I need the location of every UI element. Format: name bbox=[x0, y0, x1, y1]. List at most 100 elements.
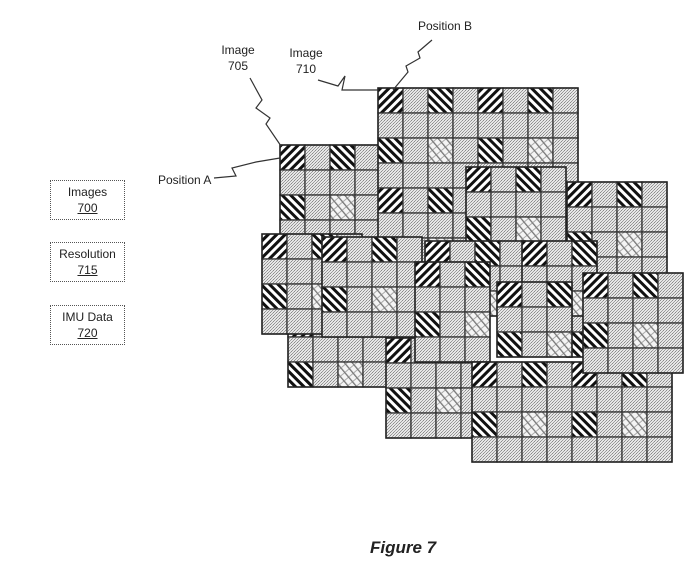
image-710-label-line2: 710 bbox=[295, 62, 317, 76]
cell-dots bbox=[596, 436, 623, 463]
cell-dots bbox=[641, 231, 668, 258]
image-710-label: Image 710 bbox=[286, 45, 326, 77]
cell-dots bbox=[621, 386, 648, 413]
cell-dots bbox=[521, 436, 548, 463]
cell-back-hatch bbox=[287, 361, 314, 388]
cell-dots bbox=[552, 87, 579, 114]
cell-back-hatch bbox=[477, 137, 504, 164]
cell-fwd-hatch bbox=[582, 272, 609, 299]
cell-dots bbox=[502, 87, 529, 114]
tile-center-mid-border bbox=[496, 281, 573, 358]
cell-dots bbox=[354, 169, 381, 196]
cell-dots bbox=[362, 336, 389, 363]
cell-dots bbox=[657, 322, 684, 349]
imu-data-box-number: 720 bbox=[77, 326, 98, 340]
cell-dots bbox=[304, 144, 331, 171]
leader-image-710 bbox=[317, 75, 378, 91]
cell-dots bbox=[377, 112, 404, 139]
cell-back-hatch bbox=[465, 216, 492, 243]
cell-dots bbox=[632, 347, 659, 374]
cell-cross-hatch bbox=[521, 411, 548, 438]
cell-dots bbox=[646, 411, 673, 438]
cell-dots bbox=[464, 336, 491, 363]
cell-cross-hatch bbox=[371, 286, 398, 313]
cell-dots bbox=[439, 261, 466, 288]
cell-dots bbox=[427, 212, 454, 239]
cell-back-hatch bbox=[546, 281, 573, 308]
cell-dots bbox=[329, 169, 356, 196]
cell-back-hatch bbox=[427, 87, 454, 114]
cell-dots bbox=[607, 272, 634, 299]
cell-cross-hatch bbox=[515, 216, 542, 243]
cell-dots bbox=[546, 411, 573, 438]
tile-center-low bbox=[414, 261, 491, 363]
cell-dots bbox=[261, 258, 288, 285]
cell-dots bbox=[321, 311, 348, 338]
cell-fwd-hatch bbox=[521, 240, 548, 267]
cell-fwd-hatch bbox=[471, 361, 498, 388]
cell-dots bbox=[582, 347, 609, 374]
leader-position-b bbox=[392, 39, 433, 91]
cell-dots bbox=[346, 261, 373, 288]
cell-dots bbox=[312, 361, 339, 388]
imu-data-box-title: IMU Data bbox=[62, 310, 113, 324]
cell-dots bbox=[566, 206, 593, 233]
cell-dots bbox=[464, 286, 491, 313]
cell-back-hatch bbox=[632, 272, 659, 299]
cell-dots bbox=[552, 112, 579, 139]
tile-center-mid bbox=[496, 281, 573, 358]
cell-back-hatch bbox=[515, 166, 542, 193]
cell-dots bbox=[496, 361, 523, 388]
tile-center-low-border bbox=[414, 261, 491, 363]
cell-back-hatch bbox=[414, 311, 441, 338]
cell-fwd-hatch bbox=[377, 187, 404, 214]
cell-dots bbox=[596, 411, 623, 438]
resolution-box-number: 715 bbox=[77, 263, 98, 277]
cell-dots bbox=[591, 181, 618, 208]
cell-dots bbox=[591, 206, 618, 233]
leader-position-a bbox=[213, 157, 281, 179]
cell-dots bbox=[546, 361, 573, 388]
cell-dots bbox=[321, 261, 348, 288]
tile-bottom-right bbox=[471, 361, 673, 463]
cell-dots bbox=[496, 306, 523, 333]
cell-fwd-hatch bbox=[321, 236, 348, 263]
cell-dots bbox=[304, 169, 331, 196]
cell-dots bbox=[414, 336, 441, 363]
cell-dots bbox=[286, 233, 313, 260]
cell-dots bbox=[304, 194, 331, 221]
cell-dots bbox=[362, 361, 389, 388]
cell-dots bbox=[641, 206, 668, 233]
cell-back-hatch bbox=[471, 411, 498, 438]
cell-dots bbox=[490, 166, 517, 193]
cell-dots bbox=[261, 308, 288, 335]
tile-right-lower-border bbox=[582, 272, 684, 374]
cell-dots bbox=[607, 297, 634, 324]
cell-dots bbox=[402, 162, 429, 189]
cell-back-hatch bbox=[616, 181, 643, 208]
cell-dots bbox=[402, 187, 429, 214]
cell-fwd-hatch bbox=[385, 337, 412, 364]
cell-dots bbox=[607, 322, 634, 349]
resolution-box-title: Resolution bbox=[59, 247, 116, 261]
cell-dots bbox=[616, 206, 643, 233]
cell-dots bbox=[641, 181, 668, 208]
cell-dots bbox=[452, 87, 479, 114]
cell-dots bbox=[521, 281, 548, 308]
cell-cross-hatch bbox=[329, 194, 356, 221]
cell-dots bbox=[286, 308, 313, 335]
image-705-label-line1: Image bbox=[221, 43, 255, 57]
cell-dots bbox=[427, 162, 454, 189]
cell-dots bbox=[435, 362, 462, 389]
position-b-label: Position B bbox=[418, 19, 473, 33]
imu-data-box: IMU Data 720 bbox=[50, 305, 125, 345]
cell-back-hatch bbox=[464, 261, 491, 288]
cell-dots bbox=[354, 194, 381, 221]
cell-back-hatch bbox=[321, 286, 348, 313]
images-box-number: 700 bbox=[77, 201, 98, 215]
cell-cross-hatch bbox=[616, 231, 643, 258]
cell-dots bbox=[465, 191, 492, 218]
cell-dots bbox=[410, 387, 437, 414]
cell-dots bbox=[410, 362, 437, 389]
